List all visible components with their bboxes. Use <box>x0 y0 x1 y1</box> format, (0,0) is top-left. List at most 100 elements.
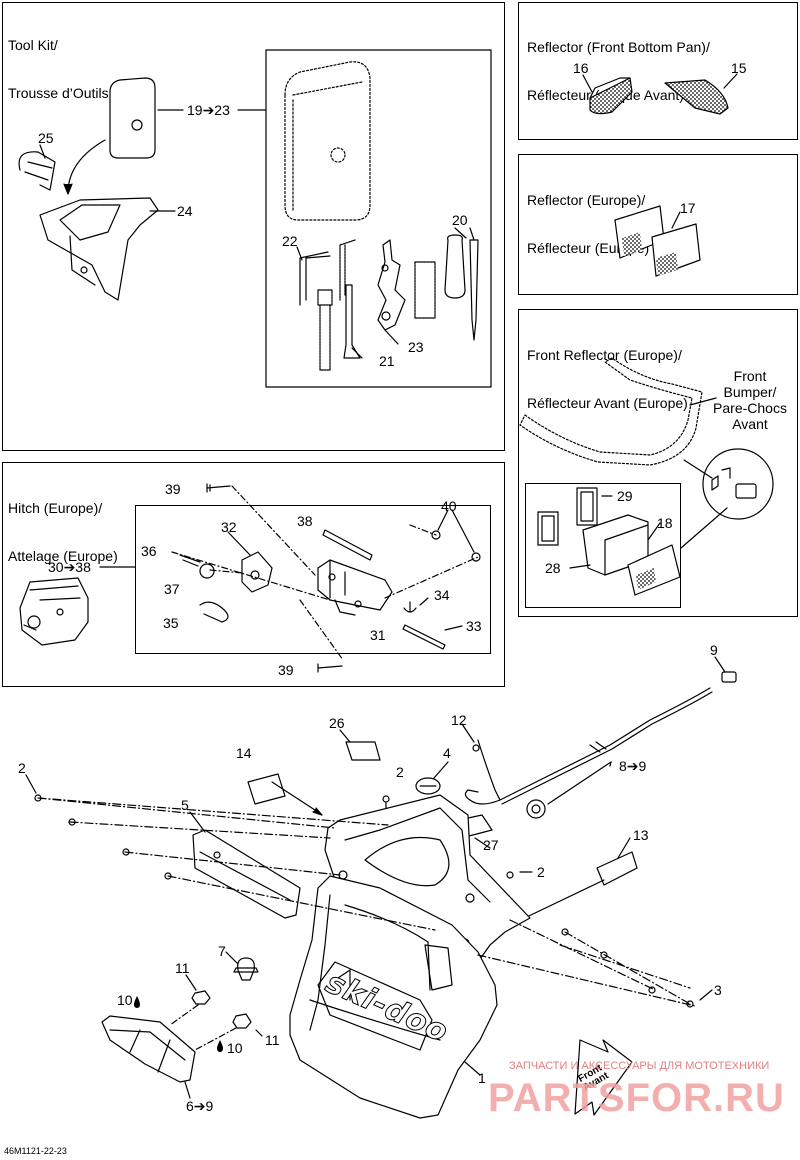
screw-2 <box>506 871 514 879</box>
wrench <box>343 284 361 359</box>
callout-2: 2 <box>396 764 404 780</box>
leader-line <box>227 531 251 556</box>
front-direction-arrow <box>574 1039 633 1116</box>
bulb-socket <box>526 799 546 819</box>
wire-break-mark <box>595 741 607 750</box>
front-reflector-europe-title: Front Reflector (Europe)/ Réflecteur Ava… <box>527 315 688 427</box>
callout-10: 10 <box>117 992 133 1008</box>
tool-pouch-small <box>109 77 156 159</box>
callout-15: 15 <box>731 60 747 76</box>
callout-25: 25 <box>38 130 54 146</box>
bumper-label-line: Bumper/ <box>723 384 777 400</box>
watermark-main-text: PARTSFOR.RU <box>488 1076 785 1120</box>
socket-extension <box>317 289 333 371</box>
anchor-34 <box>403 601 417 613</box>
leader-line <box>25 774 37 794</box>
bumper-label-line: Front <box>733 368 767 384</box>
reflector-bracket-28a <box>537 511 559 546</box>
callout-27: 27 <box>483 837 499 853</box>
wire-harness <box>469 687 711 805</box>
sticker-13 <box>596 851 638 886</box>
leader-line <box>683 459 713 479</box>
callout-20: 20 <box>452 212 468 228</box>
callout-24: 24 <box>177 203 193 219</box>
leader-line <box>255 1029 263 1037</box>
callout-32: 32 <box>221 519 237 535</box>
rivet-icon <box>34 794 42 802</box>
leader-line <box>296 246 303 261</box>
reflector-europe-panel <box>518 154 798 295</box>
leader-line <box>461 723 475 743</box>
callout-33: 33 <box>466 618 482 634</box>
rivet-icon <box>600 951 608 959</box>
leader-line <box>474 837 491 849</box>
tool-kit-panel <box>2 2 505 451</box>
reflector-left <box>589 77 633 115</box>
tool-kit-title: Tool Kit/ Trousse d’Outils <box>8 5 109 117</box>
leader-line <box>433 761 449 779</box>
leader-line <box>39 144 46 159</box>
callout-7: 7 <box>218 943 226 959</box>
hitch-clip <box>199 601 229 623</box>
leader-line <box>184 1081 191 1099</box>
multi-tool <box>377 239 406 331</box>
tool-pouch-large <box>284 61 371 221</box>
callout-9: 9 <box>710 642 718 658</box>
callout-30-38: 30➔38 <box>48 559 91 575</box>
callout-18: 18 <box>657 515 673 531</box>
panel-title-line: Réflecteur Avant (Europe) <box>527 395 688 411</box>
rivet-icon <box>122 848 130 856</box>
rivet-icon <box>561 928 569 936</box>
pin-38 <box>322 529 373 561</box>
callout-1: 1 <box>478 1070 486 1086</box>
sticker-14 <box>247 773 286 805</box>
bolt-39 <box>206 483 231 493</box>
spring-37 <box>199 563 215 579</box>
panel-title-line: Attelage (Europe) <box>8 548 118 564</box>
callout-39b: 39 <box>278 662 294 678</box>
hitch-detail-box <box>135 505 491 654</box>
leader-line <box>185 974 197 991</box>
screw-2 <box>382 795 390 803</box>
leader-line <box>647 522 661 541</box>
bolt-39 <box>317 663 343 673</box>
callout-13: 13 <box>633 827 649 843</box>
leader-line <box>189 811 206 833</box>
leader-line <box>609 761 612 767</box>
bumper-label-line: Avant <box>732 416 768 432</box>
callout-35: 35 <box>163 615 179 631</box>
pin-33 <box>402 624 446 650</box>
detail-circle <box>702 448 774 520</box>
reflector-bracket-small <box>711 467 731 491</box>
nut-40 <box>431 530 441 540</box>
callout-4: 4 <box>443 745 451 761</box>
drop-icon <box>217 1040 223 1052</box>
callout-40: 40 <box>441 498 457 514</box>
tool-holder <box>39 197 159 301</box>
screw-36 <box>179 554 201 567</box>
leader-line <box>271 781 319 813</box>
brand-plaque <box>317 961 433 1051</box>
light-lens-6 <box>101 1015 196 1083</box>
leader-line <box>351 347 363 359</box>
connector-9 <box>721 671 737 683</box>
nut-11 <box>232 1013 252 1029</box>
panel-title-line: Hitch (Europe)/ <box>8 500 103 516</box>
callout-6-9: 6➔9 <box>186 1098 214 1114</box>
panel-title-line: Tool Kit/ <box>8 37 58 53</box>
leader-line <box>419 597 429 606</box>
sticker-26 <box>345 741 381 761</box>
leader-line <box>339 729 351 743</box>
front-bumper <box>519 357 703 466</box>
callout-34: 34 <box>434 587 450 603</box>
panel-title-line: Trousse d’Outils <box>8 85 109 101</box>
leader-line <box>547 761 612 805</box>
hitch-assembly <box>19 577 89 646</box>
callout-19-23: 19➔23 <box>187 102 230 118</box>
screwdriver <box>444 234 466 299</box>
front-reflector-europe-panel <box>518 309 798 617</box>
curved-arrow <box>67 139 106 191</box>
reflector-bracket-29 <box>576 487 598 526</box>
leader-line <box>384 329 399 345</box>
front-bumper-label: Front Bumper/ Pare-Chocs Avant <box>700 368 800 432</box>
